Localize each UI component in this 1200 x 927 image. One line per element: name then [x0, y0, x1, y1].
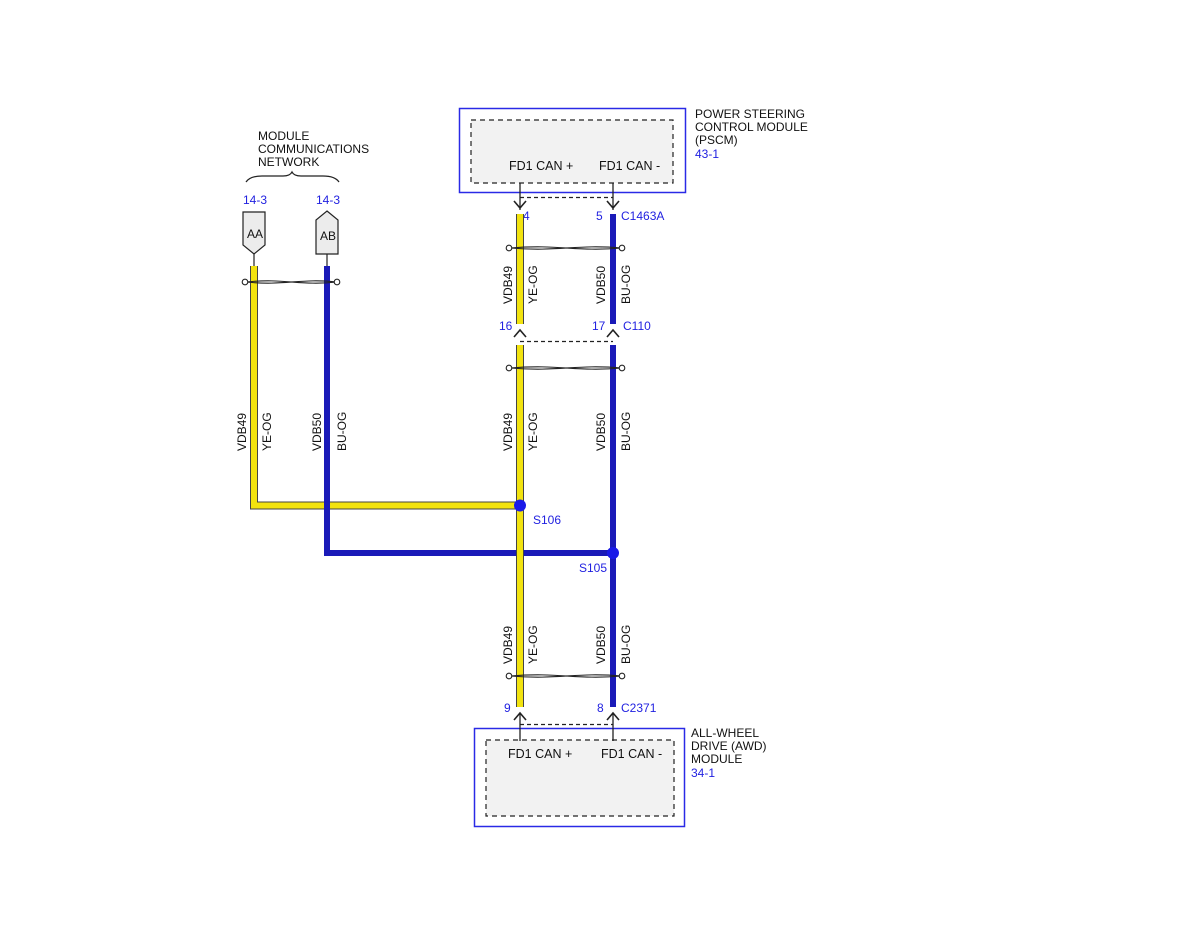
awd-pin-minus-label: FD1 CAN -: [601, 747, 662, 761]
wire-label-vdb50-middle-color: BU-OG: [619, 412, 633, 451]
wire-label-vdb49-lower-circuit: VDB49: [501, 626, 515, 664]
c2371-connector-id[interactable]: C2371: [621, 701, 657, 715]
network-connector-ab-ref[interactable]: 14-3: [316, 193, 340, 207]
awd-name-line-2: DRIVE (AWD): [691, 739, 767, 753]
network-connector-ab[interactable]: [315, 210, 339, 266]
c1463a-pin-5-label: 5: [596, 209, 603, 223]
twisted-pair-marker-upper: [505, 244, 626, 252]
wire-label-vdb49-network-color: YE-OG: [260, 412, 274, 451]
c1463a-pin-5-arrow-icon: [606, 200, 620, 210]
awd-pin-plus-label: FD1 CAN +: [508, 747, 572, 761]
wire-label-vdb49-middle-circuit: VDB49: [501, 413, 515, 451]
wire-label-vdb50-network-color: BU-OG: [335, 412, 349, 451]
pscm-name-line-2: CONTROL MODULE: [695, 120, 808, 134]
twisted-pair-marker-middle: [505, 364, 626, 372]
c110-pin-17-label: 17: [592, 319, 606, 333]
network-brace-icon: [245, 170, 340, 183]
awd-ref-link[interactable]: 34-1: [691, 766, 715, 780]
wire-label-vdb49-middle-color: YE-OG: [526, 412, 540, 451]
pscm-name-line-3: (PSCM): [695, 133, 738, 147]
c2371-pin-8-label: 8: [597, 701, 604, 715]
wire-vdb49-network-branch[interactable]: [250, 266, 520, 510]
c110-pin-17-arrow-icon: [606, 328, 620, 338]
wire-label-vdb49-upper-color: YE-OG: [526, 265, 540, 304]
pscm-module[interactable]: [458, 107, 687, 194]
splice-s106-label: S106: [533, 513, 561, 527]
c110-pin-16-arrow-icon: [513, 328, 527, 338]
pscm-name-line-1: POWER STEERING: [695, 107, 805, 121]
splice-s106[interactable]: [514, 499, 526, 512]
network-connector-aa-ref[interactable]: 14-3: [243, 193, 267, 207]
wire-label-vdb50-upper-color: BU-OG: [619, 265, 633, 304]
wire-vdb50-network-branch[interactable]: [324, 266, 613, 556]
splice-s105-label: S105: [579, 561, 607, 575]
twisted-pair-marker-network: [241, 278, 341, 286]
wire-label-vdb49-network-circuit: VDB49: [235, 413, 249, 451]
wire-label-vdb50-lower-color: BU-OG: [619, 625, 633, 664]
c2371-pin-9-label: 9: [504, 701, 511, 715]
wire-label-vdb50-network-circuit: VDB50: [310, 413, 324, 451]
awd-name-line-3: MODULE: [691, 752, 742, 766]
splice-s105[interactable]: [607, 547, 619, 559]
network-connector-aa[interactable]: [242, 211, 266, 266]
network-connector-ab-label: AB: [320, 229, 336, 243]
twisted-pair-marker-lower: [505, 672, 626, 680]
c1463a-pin-4-arrow-icon: [513, 200, 527, 210]
c1463a-pin-4-label: 4: [523, 209, 530, 223]
pscm-ref-link[interactable]: 43-1: [695, 147, 719, 161]
awd-module[interactable]: [473, 727, 686, 828]
wire-label-vdb50-middle-circuit: VDB50: [594, 413, 608, 451]
awd-name-line-1: ALL-WHEEL: [691, 726, 759, 740]
network-title-line-1: MODULE: [258, 129, 309, 143]
network-title-line-2: COMMUNICATIONS: [258, 142, 369, 156]
wire-label-vdb49-lower-color: YE-OG: [526, 625, 540, 664]
c110-connector-id[interactable]: C110: [623, 319, 651, 333]
pscm-pin-minus-label: FD1 CAN -: [599, 159, 660, 173]
network-connector-aa-label: AA: [247, 227, 263, 241]
c110-pin-16-label: 16: [499, 319, 513, 333]
network-title-line-3: NETWORK: [258, 155, 319, 169]
wire-label-vdb50-lower-circuit: VDB50: [594, 626, 608, 664]
pscm-pin-plus-label: FD1 CAN +: [509, 159, 573, 173]
c1463a-connector-id[interactable]: C1463A: [621, 209, 664, 223]
wire-label-vdb49-upper-circuit: VDB49: [501, 266, 515, 304]
wire-label-vdb50-upper-circuit: VDB50: [594, 266, 608, 304]
